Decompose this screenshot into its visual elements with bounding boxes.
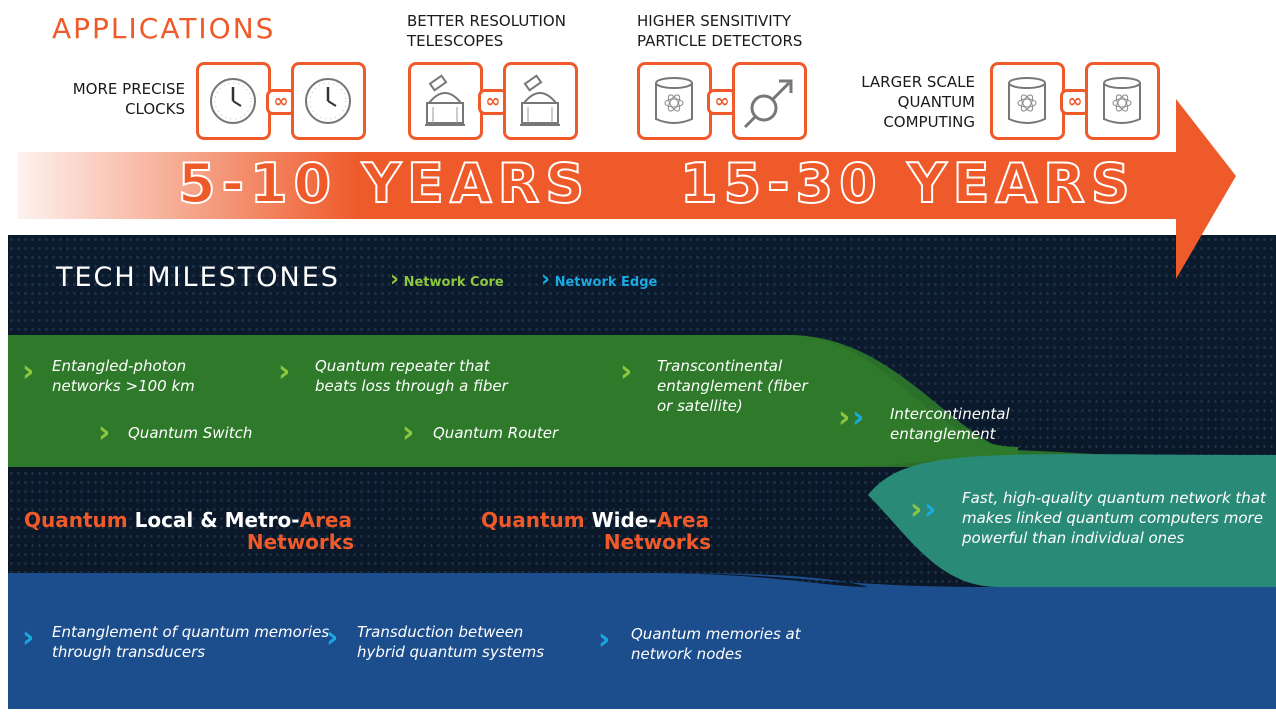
milestone-label: Quantum Router [433,424,559,442]
chevron-right-icon: › [620,354,633,389]
milestone-label: Quantum repeater that beats loss through… [315,357,508,395]
particle-detector-icon [732,62,807,140]
chevron-right-icon: › [98,415,111,450]
title-word: Wide- [591,508,657,532]
chevron-right-icon: › [22,354,35,389]
milestone-label: Entangled-photon networks >100 km [52,357,195,395]
network-bands [8,335,1276,709]
chevron-right-icon: › [598,622,611,657]
local-metro-network-title: Quantum Local & Metro-Area Networks [24,509,354,553]
title-word: Networks [603,530,711,554]
double-chevron-core-icon: › [910,492,923,527]
timeline-phase-2: 15-30 YEARS [679,151,1136,216]
timeline-phase-1: 5-10 YEARS [177,151,591,216]
legend-core-label: Network Core [403,275,504,290]
chevron-right-icon: › [278,354,291,389]
title-word: Networks [246,530,354,554]
applications-title: APPLICATIONS [52,12,276,45]
chevron-right-icon: › [541,267,551,292]
legend-edge: › Network Edge [541,267,658,292]
legend-core: › Network Core [390,267,504,292]
milestone-label: Fast, high-quality quantum network that … [962,489,1266,547]
milestones-title: TECH MILESTONES [56,262,340,293]
application-icons-clocks: ∞ [196,62,366,144]
timeline-arrow [18,99,1236,279]
milestone-label: Transcontinental entanglement (fiber or … [657,357,808,415]
merged-band [868,454,1276,587]
application-label-telescopes: BETTER RESOLUTION TELESCOPES [407,12,566,50]
chevron-right-icon: › [402,415,415,450]
quantum-computer-icon [1085,62,1160,140]
application-icons-telescopes: ∞ [408,62,578,144]
quantum-computer-icon [990,62,1065,140]
title-word: Area [656,508,710,532]
title-word: Quantum [24,508,128,532]
application-label-quantum-computing: LARGER SCALE QUANTUM COMPUTING [861,73,975,131]
milestone-label: Intercontinental entanglement [890,405,1010,443]
title-word: Local & Metro- [134,508,300,532]
edge-band [8,573,1276,709]
application-icons-detectors: ∞ [637,62,807,144]
chevron-right-icon: › [22,620,35,655]
chevron-right-icon: › [326,620,339,655]
chevron-right-icon: › [390,267,400,292]
edge-to-merge [668,573,998,587]
milestone-label: Entanglement of quantum memories through… [52,623,330,661]
milestone-label: Quantum Switch [128,424,253,442]
double-chevron-core-icon: › [838,400,851,435]
core-band-main [8,335,1018,467]
milestone-label: Transduction between hybrid quantum syst… [357,623,545,661]
milestone-label: Quantum memories at network nodes [631,625,801,663]
double-chevron-edge-icon: › [852,400,865,435]
quantum-computer-icon [637,62,712,140]
clock-icon [291,62,366,140]
clock-icon [196,62,271,140]
legend-edge-label: Network Edge [554,275,658,290]
application-label-detectors: HIGHER SENSITIVITY PARTICLE DETECTORS [637,12,803,50]
telescope-icon [503,62,578,140]
title-word: Area [299,508,352,532]
application-icons-quantum-computing: ∞ [990,62,1160,144]
wide-area-network-title: Quantum Wide-Area Networks [481,509,711,553]
double-chevron-edge-icon: › [924,492,937,527]
application-label-clocks: MORE PRECISE CLOCKS [72,80,185,118]
title-word: Quantum [481,508,585,532]
milestones-panel [8,235,1276,709]
